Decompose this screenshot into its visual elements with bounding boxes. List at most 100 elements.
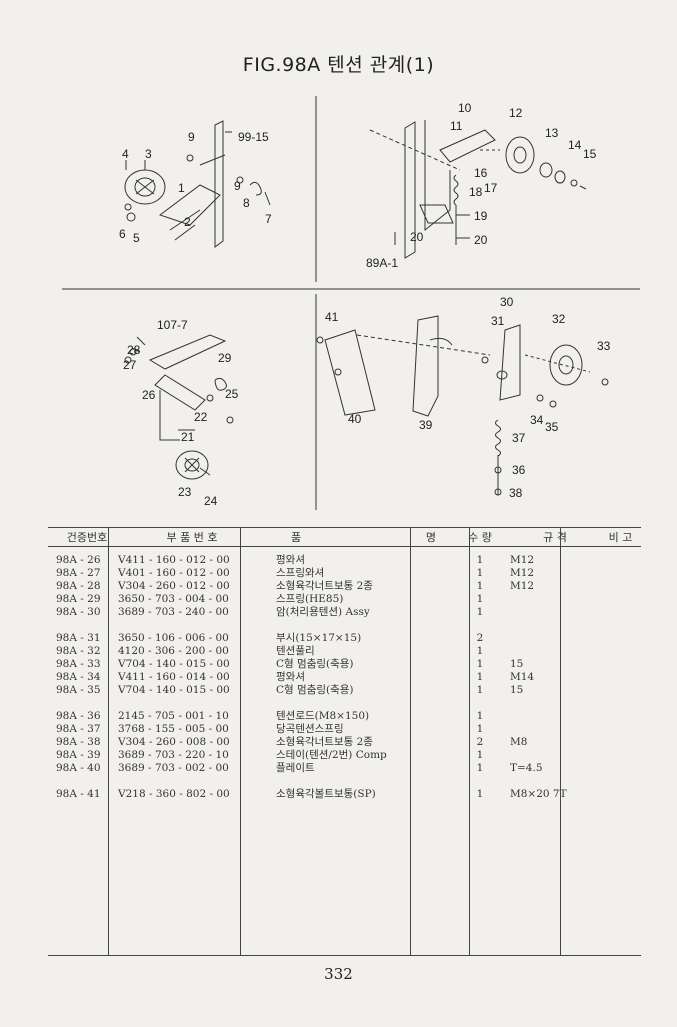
header-name-right: 명 [326, 527, 450, 547]
callout-19: 19 [474, 209, 488, 223]
cell-qty: 1 [476, 580, 484, 592]
cell-no: 98A - 26 [56, 554, 101, 566]
cell-part: 3689 - 703 - 002 - 00 [118, 762, 229, 774]
callout-41: 41 [325, 310, 339, 324]
cell-spec: 15 [510, 684, 524, 696]
cell-spec [510, 749, 600, 762]
callout-3: 3 [145, 147, 152, 161]
callout-38: 38 [509, 486, 523, 500]
callout-30: 30 [500, 295, 514, 309]
page-number: 332 [324, 965, 353, 983]
callout-21: 21 [181, 430, 195, 444]
cell-qty: 1 [476, 567, 484, 579]
cell-qty: 1 [476, 749, 484, 761]
callout-2: 2 [184, 215, 191, 229]
cell-part: 3689 - 703 - 240 - 00 [118, 606, 229, 618]
cell-no: 98A - 40 [56, 762, 101, 774]
callout-4: 4 [122, 147, 129, 161]
header-spec: 규 격 [510, 527, 600, 547]
callout-15: 15 [583, 147, 597, 161]
callout-32: 32 [552, 312, 566, 326]
callout-5: 5 [133, 231, 140, 245]
callout-29: 29 [218, 351, 232, 365]
callout-12: 12 [509, 106, 523, 120]
cell-no: 98A - 36 [56, 710, 101, 722]
col-divider [560, 527, 561, 955]
callout-23: 23 [178, 485, 192, 499]
callout-17: 17 [484, 181, 498, 195]
cell-name: 스테이(텐션/2번) Comp [276, 749, 387, 761]
cell-spec: M12 [510, 567, 535, 579]
cell-name: 텐션로드(M8×150) [276, 710, 370, 722]
cell-spec: M8×20 7T [510, 788, 567, 800]
cell-part: 3650 - 703 - 004 - 00 [118, 593, 229, 605]
cell-spec [510, 645, 600, 658]
cell-qty: 2 [476, 632, 484, 644]
cell-no: 98A - 33 [56, 658, 101, 670]
col-divider [469, 527, 470, 955]
callout-9a: 9 [188, 130, 195, 144]
cell-no: 98A - 29 [56, 593, 101, 605]
callout-25: 25 [225, 387, 239, 401]
callout-27: 27 [123, 358, 137, 372]
callout-107-7: 107-7 [157, 318, 188, 332]
q3-assembly [124, 334, 234, 480]
cell-qty: 1 [476, 658, 484, 670]
header-item-no: 건증번호 [48, 527, 118, 547]
cell-part: V411 - 160 - 014 - 00 [118, 671, 230, 683]
cell-qty: 1 [476, 684, 484, 696]
callout-24: 24 [204, 494, 218, 508]
col-divider [240, 527, 241, 955]
callout-89a-1: 89A-1 [366, 256, 398, 270]
cell-no: 98A - 31 [56, 632, 101, 644]
callout-8: 8 [243, 196, 250, 210]
callout-20b: 20 [474, 233, 488, 247]
cell-part: 3689 - 703 - 220 - 10 [118, 749, 229, 761]
cell-no: 98A - 35 [56, 684, 101, 696]
cell-qty: 1 [476, 710, 484, 722]
callout-36: 36 [512, 463, 526, 477]
callout-99-15: 99-15 [238, 130, 269, 144]
callout-33: 33 [597, 339, 611, 353]
callout-31: 31 [491, 314, 505, 328]
callout-37: 37 [512, 431, 526, 445]
callout-11: 11 [450, 119, 463, 133]
cell-name: C형 멈춤링(축용) [276, 658, 354, 670]
cell-part: V704 - 140 - 015 - 00 [118, 684, 230, 696]
callout-10: 10 [458, 101, 472, 115]
cell-qty: 1 [476, 554, 484, 566]
cell-name: 암(처리용텐션) Assy [276, 606, 370, 618]
cell-name: 부시(15×17×15) [276, 632, 362, 644]
cell-no: 98A - 37 [56, 723, 101, 735]
cell-name: 소형육각볼트보통(SP) [276, 788, 376, 800]
cell-qty: 1 [476, 606, 484, 618]
callout-22: 22 [194, 410, 208, 424]
callout-6: 6 [119, 227, 126, 241]
cell-spec [510, 593, 600, 606]
cell-no: 98A - 41 [56, 788, 101, 800]
cell-spec: M8 [510, 736, 528, 748]
callout-18: 18 [469, 185, 483, 199]
cell-qty: 1 [476, 645, 484, 657]
cell-part: V411 - 160 - 012 - 00 [118, 554, 230, 566]
cell-name: 플레이트 [276, 762, 315, 774]
cell-part: V304 - 260 - 012 - 00 [118, 580, 230, 592]
cell-no: 98A - 27 [56, 567, 101, 579]
cell-spec [510, 723, 600, 736]
cell-part: 4120 - 306 - 200 - 00 [118, 645, 229, 657]
callout-28: 28 [127, 343, 141, 357]
callout-16: 16 [474, 166, 488, 180]
cell-name: 스프링와셔 [276, 567, 325, 579]
cell-spec [510, 606, 600, 619]
cell-part: V304 - 260 - 008 - 00 [118, 736, 230, 748]
